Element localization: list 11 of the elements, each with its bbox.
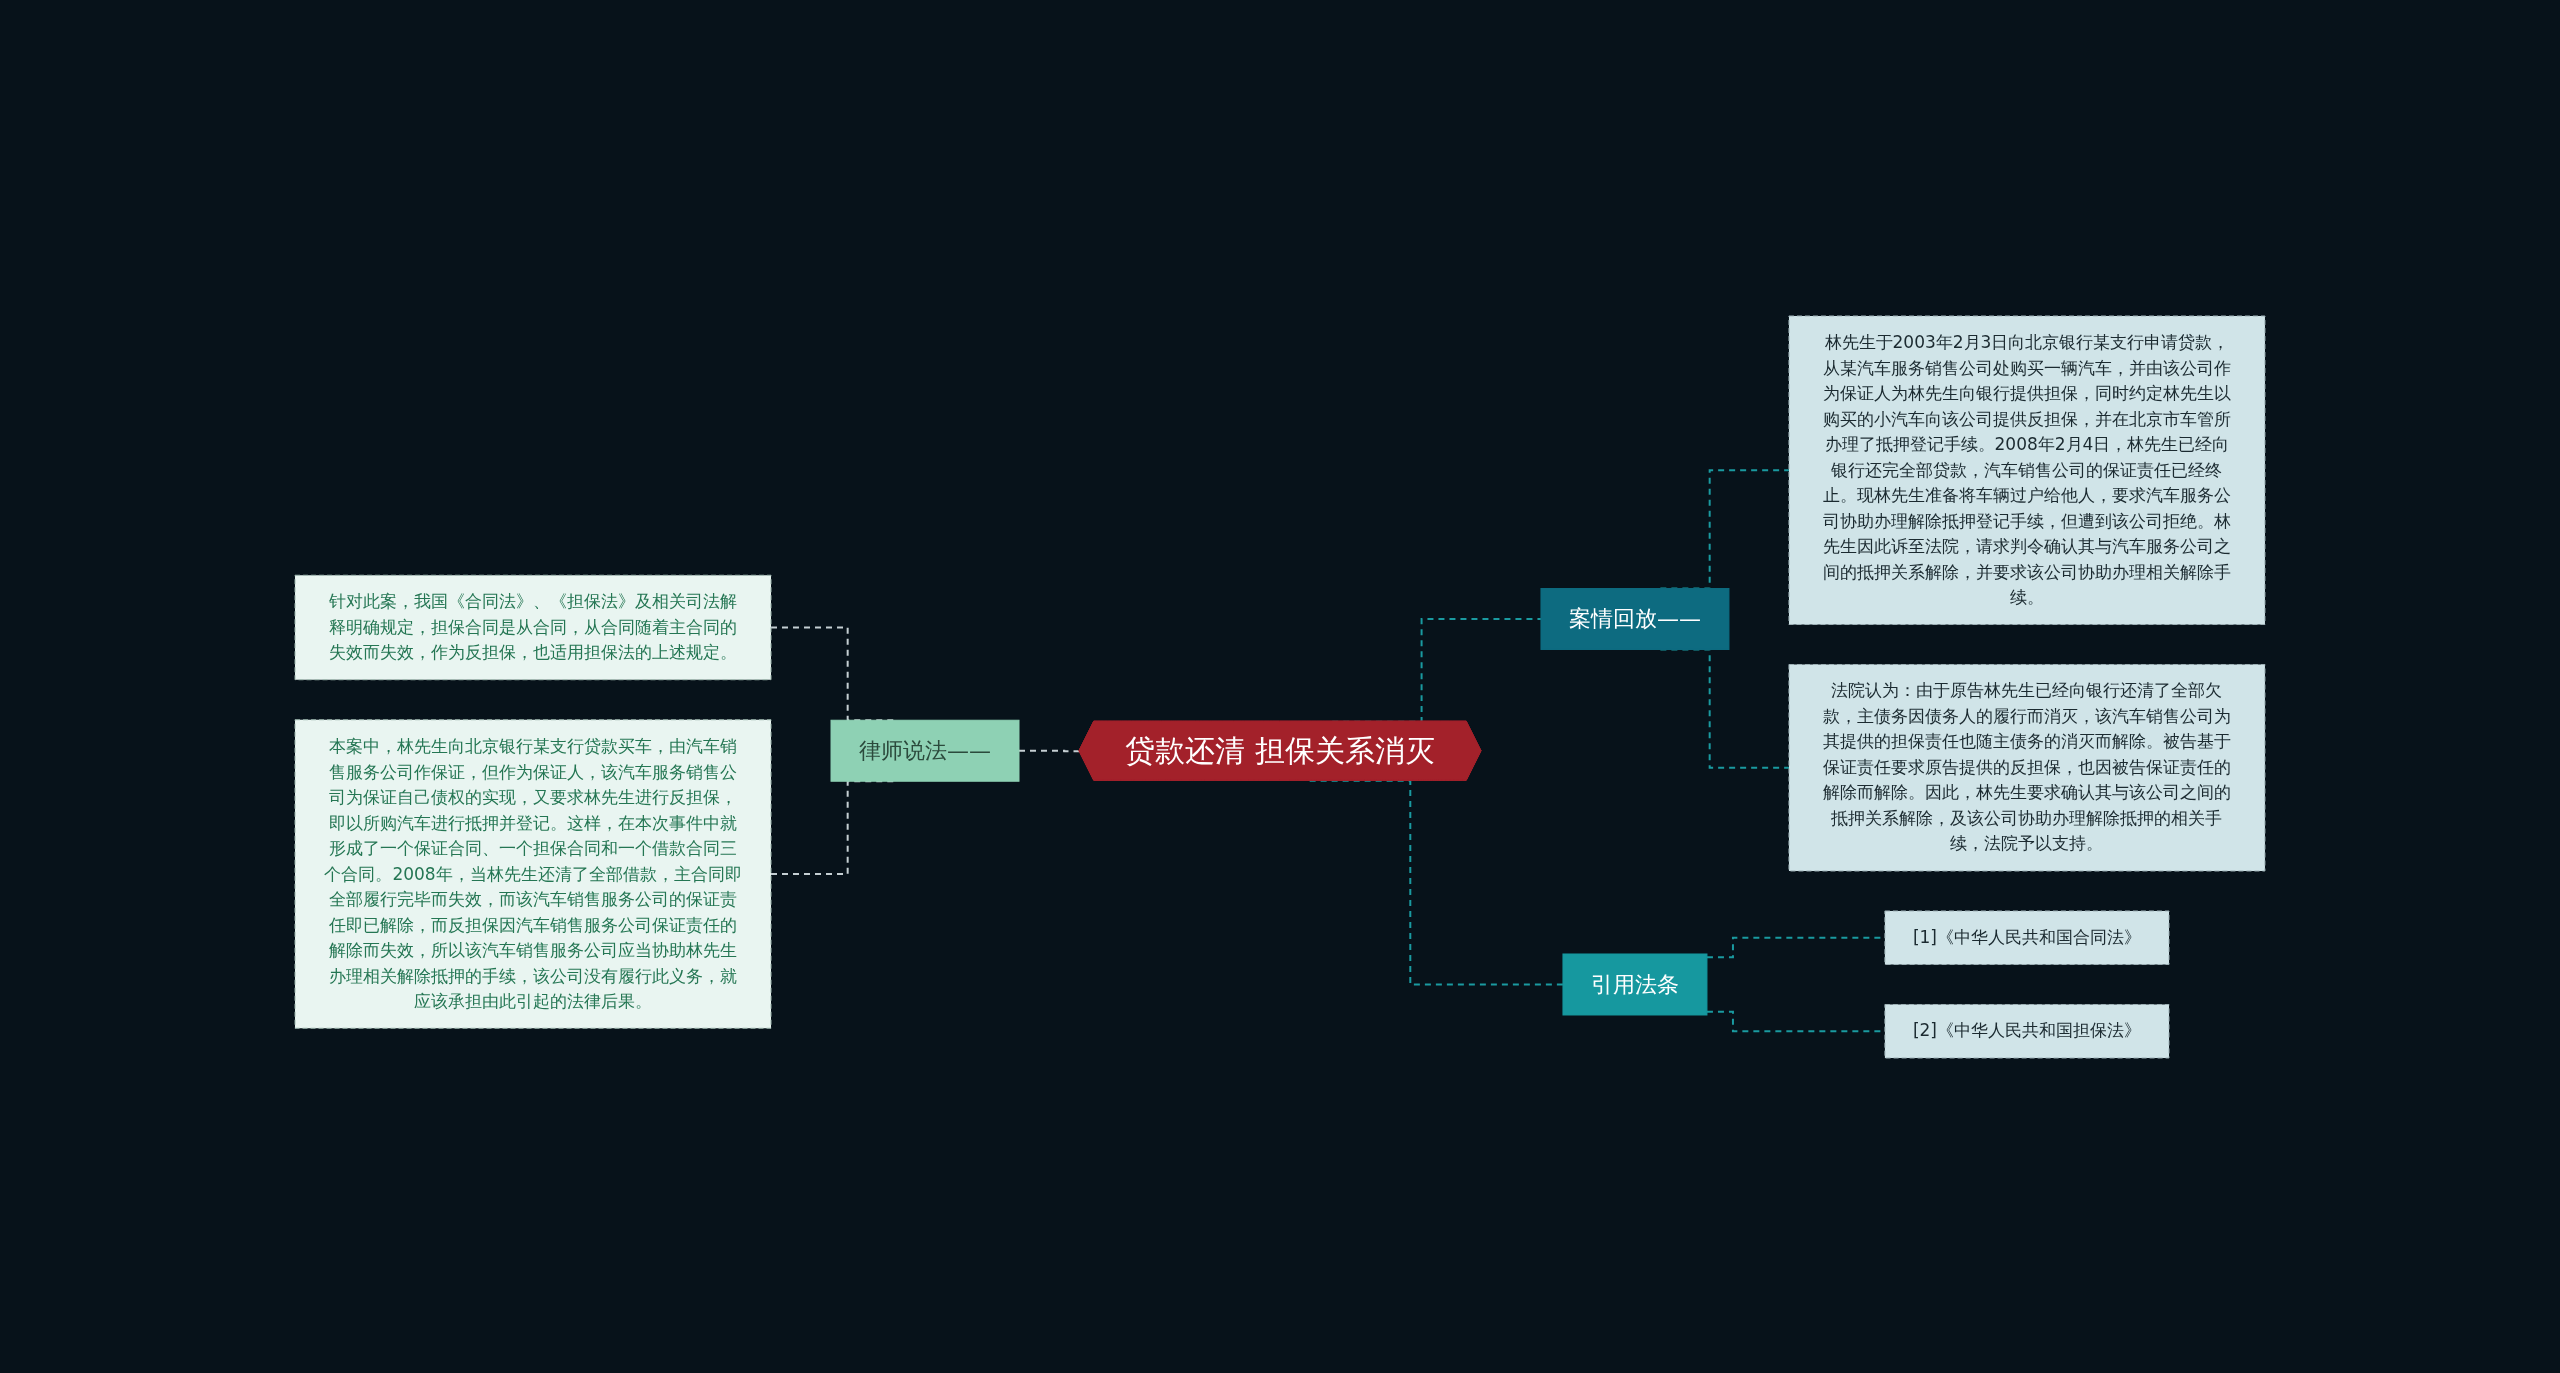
node-box: 法院认为：由于原告林先生已经向银行还清了全部欠款，主债务因债务人的履行而消灭，该汽车销售公司为其提供的担保责任也随主债务的消灭而解除。被告基于保证责任要求原告提供的反担保，也因被告保证责任的解除而解除。因此，林先生要求确认其与该公司之间的抵押关系解除，及该公司协助办理解除抵押的相关手续，法院予以支持。: [1788, 663, 2266, 871]
node-box: 案情回放——: [1540, 587, 1730, 650]
node-box: 针对此案，我国《合同法》、《担保法》及相关司法解释明确规定，担保合同是从合同，从合同随着主合同的失效而失效，作为反担保，也适用担保法的上述规定。: [294, 574, 772, 680]
node-box: [2]《中华人民共和国担保法》: [1884, 1003, 2170, 1058]
node-box: 林先生于2003年2月3日向北京银行某支行申请贷款，从某汽车服务销售公司处购买一辆汽车，并由该公司作为保证人为林先生向银行提供担保，同时约定林先生以购买的小汽车向该公司提供反担保，并在北京市车管所办理了抵押登记手续。2008年2月4日，林先生已经向银行还完全部贷款，汽车销售公司的保证责任已经终止。现林先生准备将车辆过户给他人，要求汽车服务公司协助办理解除抵押登记手续，但遭到该公司拒绝。林先生因此诉至法院，请求判令确认其与汽车服务公司之间的抵押关系解除，并要求该公司协助办理相关解除手续。: [1788, 315, 2266, 625]
node-box: [1]《中华人民共和国合同法》: [1884, 910, 2170, 965]
connector: [1308, 779, 1564, 985]
connector: [1018, 749, 1081, 752]
node-box: 本案中，林先生向北京银行某支行贷款买车，由汽车销售服务公司作保证，但作为保证人，该汽车服务销售公司为保证自己债权的实现，又要求林先生进行反担保，即以所购汽车进行抵押并登记。这样，在本次事件中就形成了一个保证合同、一个担保合同和一个借款合同三个合同。2008年，当林先生还清了全部借款，主合同即全部履行完毕而失效，而该汽车销售服务公司的保证责任即已解除，而反担保因汽车销售服务公司保证责任的解除而失效，所以该汽车销售服务公司应当协助林先生办理相关解除抵押的手续，该公司没有履行此义务，就应该承担由此引起的法律后果。: [294, 718, 772, 1029]
node-box: 引用法条: [1562, 953, 1708, 1015]
node-box: 律师说法——: [830, 719, 1020, 782]
